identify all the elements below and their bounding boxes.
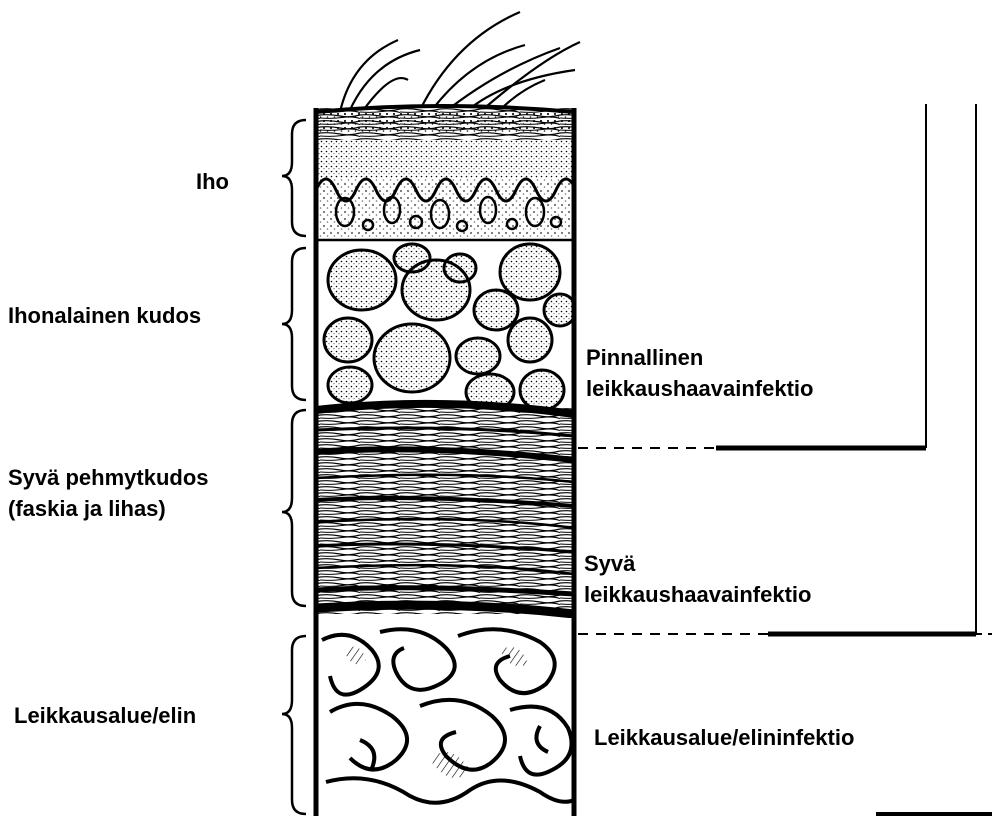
- subcutaneous-brace: [282, 248, 306, 400]
- label-deep-infection: Syvä leikkaushaavainfektio: [584, 548, 811, 610]
- label-skin-text: Iho: [196, 166, 229, 197]
- label-deep-soft-tissue-line1: Syvä pehmytkudos: [8, 462, 209, 493]
- label-superficial-infection-line1: Pinnallinen: [586, 342, 813, 373]
- label-organ-space-infection: Leikkausalue/elininfektio: [594, 722, 854, 753]
- layer-braces: [282, 120, 306, 814]
- infection-classification-lines: [578, 104, 992, 814]
- subcutaneous-layer: [316, 242, 576, 410]
- label-organ-space-infection-text: Leikkausalue/elininfektio: [594, 722, 854, 753]
- label-deep-soft-tissue: Syvä pehmytkudos (faskia ja lihas): [8, 462, 209, 524]
- label-subcutaneous-text: Ihonalainen kudos: [8, 300, 201, 331]
- label-superficial-infection-line2: leikkaushaavainfektio: [586, 373, 813, 404]
- label-organ-space: Leikkausalue/elin: [14, 700, 196, 731]
- organ-space-layer: [316, 618, 574, 816]
- label-deep-infection-line2: leikkaushaavainfektio: [584, 579, 811, 610]
- fascia-muscle-layer: [316, 404, 574, 614]
- label-organ-space-text: Leikkausalue/elin: [14, 700, 196, 731]
- fascia-muscle-brace: [282, 410, 306, 606]
- tissue-column: [316, 106, 576, 816]
- label-superficial-infection: Pinnallinen leikkaushaavainfektio: [586, 342, 813, 404]
- label-deep-soft-tissue-line2: (faskia ja lihas): [8, 493, 209, 524]
- label-skin: Iho: [196, 166, 229, 197]
- label-deep-infection-line1: Syvä: [584, 548, 811, 579]
- label-subcutaneous: Ihonalainen kudos: [8, 300, 201, 331]
- skin-brace: [282, 120, 306, 236]
- hair-strands: [340, 12, 580, 112]
- organ-space-brace: [282, 636, 306, 814]
- skin-layer: [316, 108, 576, 242]
